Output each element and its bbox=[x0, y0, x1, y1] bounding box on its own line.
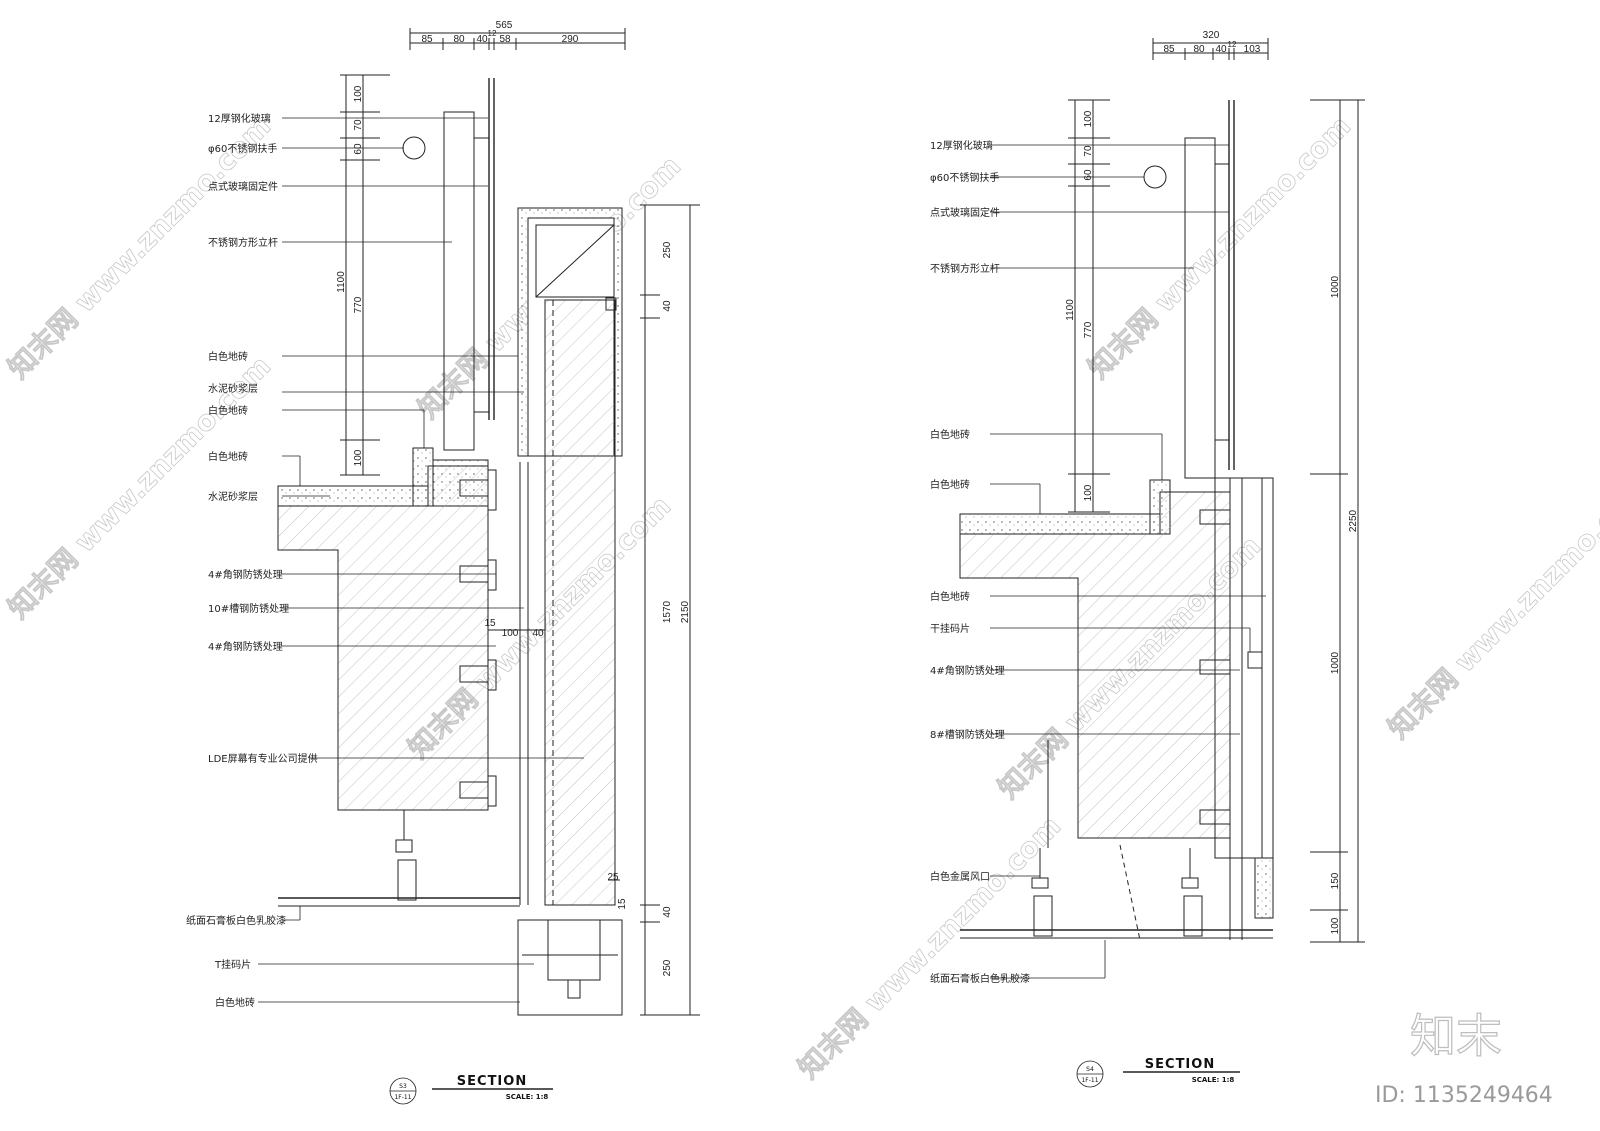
s4-left-dim-3: 1100 bbox=[1065, 299, 1076, 321]
s3-dim-top-0: 85 bbox=[421, 34, 433, 45]
s3-label-tile-4: 白色地砖 bbox=[215, 996, 255, 1009]
s3-label-gypsum: 纸面石膏板白色乳胶漆 bbox=[186, 914, 286, 927]
s3-tag-top: S3 bbox=[399, 1083, 407, 1090]
s3-label-mortar-2: 水泥砂浆层 bbox=[208, 490, 258, 503]
s4-left-dim-1: 70 bbox=[1083, 145, 1094, 157]
watermark-5: 知末网 www.znzmo.com bbox=[1082, 109, 1358, 385]
section-s3 bbox=[258, 28, 700, 1105]
s3-dim-top-4: 58 bbox=[499, 34, 511, 45]
s4-label-channel: 8#槽钢防锈处理 bbox=[930, 728, 1005, 741]
s4-dim-top-1: 80 bbox=[1193, 44, 1205, 55]
s3-small-dim-0: 25 bbox=[607, 872, 619, 883]
s3-left-dim-3: 1100 bbox=[336, 271, 347, 293]
s4-right-dim-3: 150 bbox=[1330, 872, 1341, 889]
s3-left-dim-2: 60 bbox=[353, 143, 364, 155]
s3-mid-dim-1: 100 bbox=[502, 628, 519, 639]
s3-label-post: 不锈钢方形立杆 bbox=[208, 236, 278, 249]
s3-right-dim-1: 40 bbox=[662, 300, 673, 312]
s3-mid-dim-0: 15 bbox=[484, 618, 496, 629]
section-s4 bbox=[959, 38, 1365, 1088]
brand-block: 知末 ID: 1135249464 bbox=[1375, 1008, 1553, 1108]
s3-label-tile-2: 白色地砖 bbox=[208, 404, 248, 417]
watermark-6: 知末网 www.znzmo.com bbox=[792, 809, 1068, 1085]
watermark-8: 知末网 www.znzmo.com bbox=[1382, 469, 1600, 745]
s4-title: SECTION bbox=[1145, 1057, 1215, 1072]
s3-left-dim-5: 100 bbox=[353, 449, 364, 466]
s3-label-glass: 12厚钢化玻璃 bbox=[208, 112, 271, 125]
s3-title: SECTION bbox=[457, 1074, 527, 1089]
brand-logo: 知末 bbox=[1410, 1009, 1502, 1063]
s4-right-dim-0: 1000 bbox=[1330, 275, 1341, 298]
s3-right-dim-5: 250 bbox=[662, 959, 673, 976]
s3-left-dim-1: 70 bbox=[353, 119, 364, 131]
s4-label-glass-fixing: 点式玻璃固定件 bbox=[930, 206, 1000, 219]
s3-label-angle-2: 4#角钢防锈处理 bbox=[208, 640, 283, 653]
s4-label-tile-1: 白色地砖 bbox=[930, 428, 970, 441]
s3-left-dim-0: 100 bbox=[353, 85, 364, 102]
s3-label-mortar-1: 水泥砂浆层 bbox=[208, 382, 258, 395]
s4-label-handrail: φ60不锈钢扶手 bbox=[930, 171, 999, 184]
s4-right-dim-4: 100 bbox=[1330, 917, 1341, 934]
s3-right-dim-2: 1570 bbox=[662, 600, 673, 623]
s4-dim-total: 320 bbox=[1203, 30, 1220, 41]
s4-label-tile-3: 白色地砖 bbox=[930, 590, 970, 603]
s3-dim-top-2: 40 bbox=[476, 34, 488, 45]
s4-left-dim-0: 100 bbox=[1083, 110, 1094, 127]
s4-dim-top-3: 12 bbox=[1228, 40, 1237, 49]
s4-right-dim-2: 1000 bbox=[1330, 651, 1341, 674]
s3-label-tile-1: 白色地砖 bbox=[208, 350, 248, 363]
s4-left-dim-2: 60 bbox=[1083, 169, 1094, 181]
s3-right-dim-4: 40 bbox=[662, 906, 673, 918]
s3-mid-dim-2: 40 bbox=[532, 628, 544, 639]
s3-dim-top-3: 12 bbox=[488, 29, 497, 38]
s4-scale: SCALE: 1:8 bbox=[1192, 1076, 1235, 1084]
s3-dim-top-5: 290 bbox=[562, 34, 579, 45]
s3-label-hanger: T挂码片 bbox=[214, 958, 251, 971]
s4-left-dim-4: 770 bbox=[1083, 321, 1094, 338]
s4-label-tile-2: 白色地砖 bbox=[930, 478, 970, 491]
s4-label-angle: 4#角钢防锈处理 bbox=[930, 664, 1005, 677]
s4-label-gypsum: 纸面石膏板白色乳胶漆 bbox=[930, 972, 1030, 985]
id-label: ID: 1135249464 bbox=[1375, 1083, 1553, 1108]
s3-dim-top-1: 80 bbox=[453, 34, 465, 45]
s3-label-led: LDE屏幕有专业公司提供 bbox=[208, 752, 318, 765]
s3-left-dim-4: 770 bbox=[353, 296, 364, 313]
s3-label-angle-1: 4#角钢防锈处理 bbox=[208, 568, 283, 581]
s4-left-dim-5: 100 bbox=[1083, 484, 1094, 501]
section-s3-labels: 565 85 80 40 12 58 290 100 70 60 1100 77… bbox=[186, 20, 691, 1101]
s3-right-dim-0: 250 bbox=[662, 241, 673, 258]
s4-label-post: 不锈钢方形立杆 bbox=[930, 262, 1000, 275]
s4-right-dim-1: 2250 bbox=[1348, 509, 1359, 532]
s4-dim-top-2: 40 bbox=[1215, 44, 1227, 55]
s3-tag-bottom: 1F-11 bbox=[394, 1094, 411, 1101]
s3-dim-total: 565 bbox=[496, 20, 513, 31]
s3-label-channel: 10#槽钢防锈处理 bbox=[208, 602, 289, 615]
section-s4-labels: 320 85 80 40 12 103 100 70 60 1100 770 1… bbox=[930, 30, 1359, 1084]
s4-label-vent: 白色金属风口 bbox=[930, 870, 990, 883]
s4-label-hanger: 干挂码片 bbox=[930, 622, 970, 635]
s4-tag-top: S4 bbox=[1086, 1066, 1094, 1073]
s4-dim-top-4: 103 bbox=[1244, 44, 1261, 55]
s3-small-dim-1: 15 bbox=[617, 898, 628, 910]
s3-scale: SCALE: 1:8 bbox=[506, 1093, 549, 1101]
s3-label-tile-3: 白色地砖 bbox=[208, 450, 248, 463]
s4-label-glass: 12厚钢化玻璃 bbox=[930, 139, 993, 152]
watermarks: 知末网 www.znzmo.com 知末网 www.znzmo.com 知末网 … bbox=[1, 109, 1600, 1085]
s3-label-handrail: φ60不锈钢扶手 bbox=[208, 142, 277, 155]
s4-tag-bottom: 1F-11 bbox=[1081, 1077, 1098, 1084]
s3-right-dim-3: 2150 bbox=[680, 600, 691, 623]
s3-label-glass-fixing: 点式玻璃固定件 bbox=[208, 180, 278, 193]
s4-dim-top-0: 85 bbox=[1163, 44, 1175, 55]
